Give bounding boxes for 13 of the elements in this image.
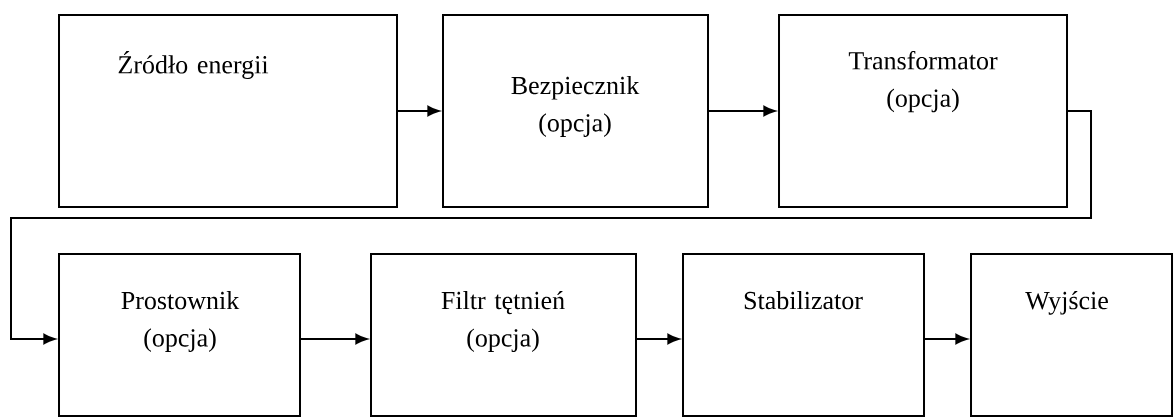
block-box: Wyjście [970,253,1173,417]
arrow [397,105,440,117]
block-box: Stabilizator [682,253,925,417]
arrow [708,105,776,117]
block-box: Źródło energii [58,14,398,208]
block-box: Filtr tętnień (opcja) [370,253,637,417]
block-box: Transformator (opcja) [778,14,1068,208]
arrow [300,333,368,345]
block-box: Prostownik (opcja) [58,253,301,417]
arrow [636,333,680,345]
arrow [10,110,1092,345]
arrow [924,333,968,345]
block-box: Bezpiecznik (opcja) [442,14,709,208]
